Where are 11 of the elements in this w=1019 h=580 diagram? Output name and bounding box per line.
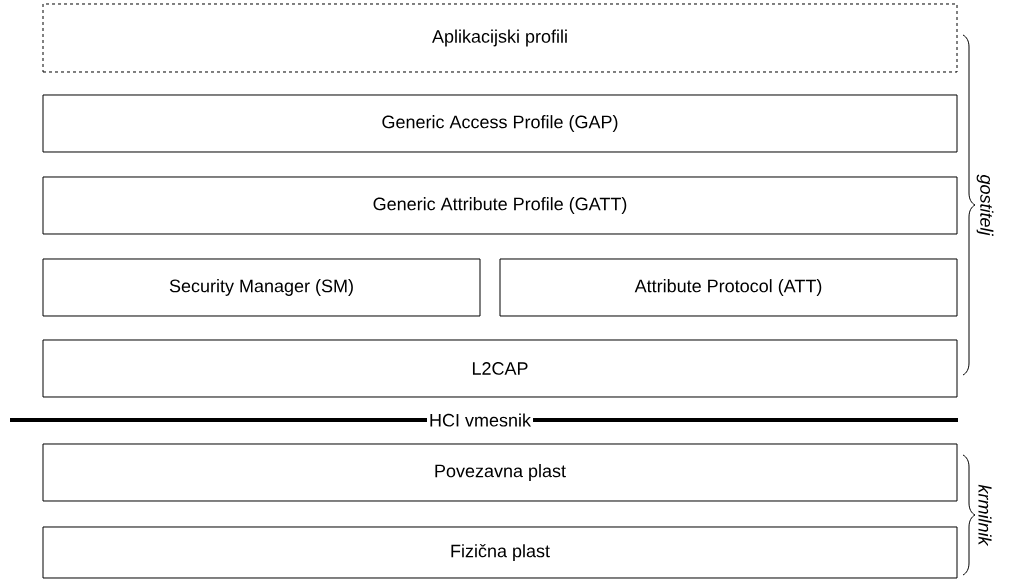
layer-box: Generic Access Profile (GAP)	[42, 94, 958, 153]
layer-box: Povezavna plast	[42, 443, 958, 502]
layer-box: Generic Attribute Profile (GATT)	[42, 176, 958, 235]
side-label: krmilnik	[978, 484, 992, 547]
line-label: HCI vmesnik	[427, 412, 533, 428]
layer-box: Attribute Protocol (ATT)	[499, 258, 958, 317]
layer-box: Fizična plast	[42, 526, 958, 579]
layer-box: Aplikacijski profili	[42, 3, 958, 73]
layer-box: Security Manager (SM)	[42, 258, 481, 317]
layer-box: L2CAP	[42, 339, 958, 398]
side-label: gostitelj	[976, 174, 994, 236]
